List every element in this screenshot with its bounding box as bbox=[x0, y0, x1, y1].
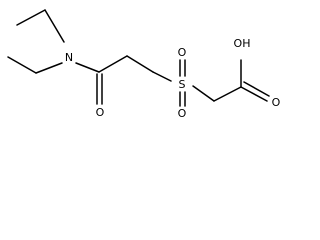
atom-label-oh: OH bbox=[234, 37, 251, 50]
bond-carbonyl-c-ch2 bbox=[98, 55, 128, 73]
bond-n-carbonyl-c bbox=[75, 62, 100, 73]
bond-ch2-ch2 bbox=[126, 55, 154, 73]
bond-acid-c-o-1 bbox=[240, 86, 268, 102]
atom-label-o-amide: O bbox=[96, 106, 105, 119]
bond-ethyl2-ch3-ch2 bbox=[7, 56, 37, 74]
bond-s-ch2 bbox=[192, 85, 215, 102]
bond-ethyl2-ch2-n bbox=[35, 62, 63, 74]
bond-acid-c-o-2 bbox=[243, 81, 270, 97]
molecule-structure: N O S O O OH O bbox=[7, 9, 281, 120]
atom-label-o-carbonyl: O bbox=[272, 96, 281, 109]
bond-ethyl1-ch3-ch2 bbox=[16, 9, 46, 26]
bond-ch2-s bbox=[152, 71, 172, 82]
atom-label-s: S bbox=[179, 78, 186, 91]
atom-label-o-sulfonyl-top: O bbox=[178, 46, 187, 59]
atom-label-o-sulfonyl-bottom: O bbox=[178, 107, 187, 120]
structure-canvas: N O S O O OH O bbox=[0, 0, 288, 131]
atom-label-n: N bbox=[65, 51, 73, 64]
bond-ethyl1-ch2-n bbox=[44, 9, 65, 43]
bond-ch2-acid-c bbox=[213, 86, 242, 102]
